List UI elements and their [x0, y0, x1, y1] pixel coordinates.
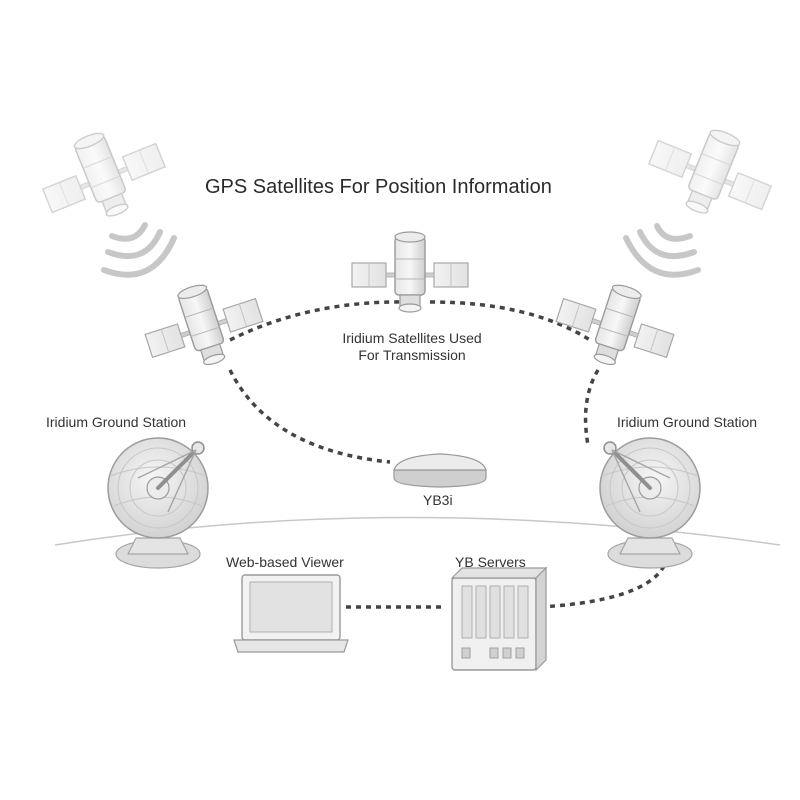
- server-icon: [450, 566, 548, 672]
- laptop-icon: [233, 574, 349, 653]
- viewer-label: Web-based Viewer: [226, 554, 344, 570]
- link-sat-right-to-station: [583, 369, 600, 446]
- connection-links: [228, 300, 670, 609]
- iridium-satellites-label-line-1: Iridium Satellites Used: [342, 330, 482, 346]
- link-sat-left-to-device: [228, 369, 391, 464]
- servers-label: YB Servers: [455, 554, 526, 570]
- link-sat-top-to-right: [429, 300, 591, 342]
- ground-station-left-label: Iridium Ground Station: [46, 414, 187, 430]
- signal-waves-icon: [109, 222, 148, 242]
- iridium-satellites-label-line-2: For Transmission: [358, 347, 466, 363]
- ground-station-right-label: Iridium Ground Station: [617, 414, 758, 430]
- satellite-dish-icon: [598, 436, 702, 570]
- iridium-satellites-label: Iridium Satellites Used For Transmission: [310, 330, 514, 364]
- iridium-satellite-icon: [134, 268, 272, 382]
- gps-satellite-icon: [638, 109, 785, 235]
- gps-satellites: [29, 109, 785, 278]
- link-server-to-station: [539, 554, 670, 609]
- signal-waves-icon: [654, 223, 693, 242]
- iridium-satellite-icon: [351, 231, 469, 313]
- satellite-dish-icon: [106, 436, 210, 570]
- gps-satellite-icon: [29, 112, 176, 238]
- tracker-device-icon: [393, 453, 487, 488]
- link-sat-left-to-top: [229, 300, 411, 342]
- iridium-satellite-icon: [547, 268, 685, 382]
- diagram-title: GPS Satellites For Position Information: [205, 176, 552, 198]
- device-label: YB3i: [423, 492, 453, 508]
